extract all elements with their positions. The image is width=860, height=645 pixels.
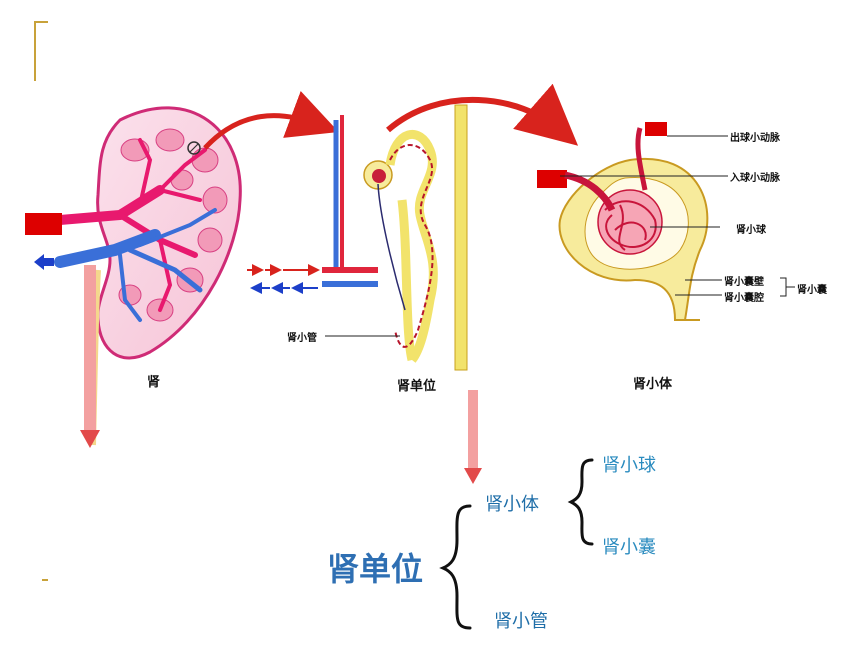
corpuscle-label: 肾小体: [633, 377, 673, 392]
urine-arrow: [80, 265, 100, 448]
capsule-callout: 肾小囊: [797, 285, 827, 296]
corpuscle-illustration: [558, 127, 709, 321]
slide-corner-mark: [34, 21, 48, 81]
kidney-label: 肾: [147, 375, 161, 390]
afferent-callout: 入球小动脉: [730, 173, 780, 184]
tree-root-nephron: 肾单位: [327, 550, 424, 588]
capsule-cavity-callout: 肾小囊腔: [724, 293, 764, 304]
slide-dash-mark: [42, 579, 48, 581]
tree-braces: [439, 458, 594, 630]
nephron-label: 肾单位: [397, 379, 437, 394]
kidney-illustration: [54, 106, 242, 446]
capsule-wall-callout: 肾小囊壁: [724, 277, 764, 288]
flow-arrows: [247, 264, 320, 294]
blue-arrow-left: [34, 254, 54, 270]
red-flag-renal-artery: [25, 213, 62, 235]
tree-renal-corpuscle: 肾小体: [485, 494, 539, 515]
tree-renal-capsule: 肾小囊: [602, 537, 656, 558]
tree-glomerulus: 肾小球: [602, 455, 656, 476]
nephron-illustration: [322, 104, 468, 371]
red-flag-afferent: [537, 170, 567, 188]
red-flag-efferent: [645, 122, 667, 136]
tree-renal-tubule: 肾小管: [494, 611, 548, 632]
nephron-down-arrow: [464, 390, 482, 484]
tubule-callout: 肾小管: [287, 333, 317, 344]
glomerulus-callout: 肾小球: [736, 225, 766, 236]
efferent-callout: 出球小动脉: [730, 133, 780, 144]
